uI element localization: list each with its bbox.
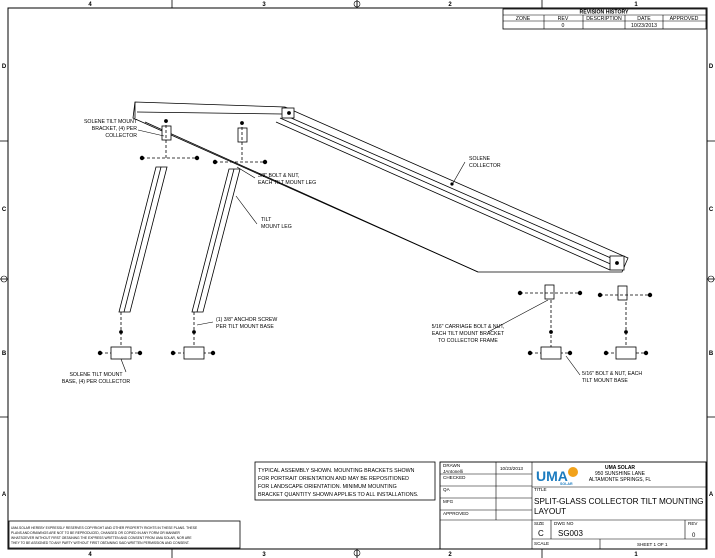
disclaimer-line3: WHATSOEVER WITHOUT FIRST OBTAINING THE E… (11, 536, 192, 540)
bolt-heads (97, 119, 653, 356)
tb-scale-label: SCALE (534, 541, 549, 546)
revision-table: REVISION HISTORY ZONE REV DESCRIPTION DA… (502, 8, 707, 30)
callout-collector-line2: COLLECTOR (469, 163, 501, 169)
callout-carriage-line2: EACH TILT MOUNT BRACKET (432, 331, 505, 337)
callout-bolt38-line1: 3/8" BOLT & NUT, (258, 173, 299, 179)
disclaimer-line2: PLANS AND DRAWINGS ARE NOT TO BE REPRODU… (11, 531, 181, 535)
tb-rev-label: REV (688, 521, 698, 526)
note-line1: TYPICAL ASSEMBLY SHOWN. MOUNTING BRACKET… (258, 468, 415, 474)
callout-bolt38-line2: EACH TILT MOUNT LEG (258, 180, 316, 186)
general-note: TYPICAL ASSEMBLY SHOWN. MOUNTING BRACKET… (254, 461, 436, 501)
tilt-mount-bracket (161, 125, 628, 301)
rev-row-rev: 0 (562, 23, 565, 29)
tb-drawn-label: DRAWN (443, 463, 460, 468)
zone-top-4: 4 (88, 2, 92, 8)
zone-top-3: 3 (262, 2, 266, 8)
callout-bolt516-line1: 5/16" BOLT & NUT, EACH (582, 371, 642, 377)
callout-anchor-line1: (1) 3/8" ANCHOR SCREW (216, 317, 277, 323)
rev-header-zone: ZONE (516, 16, 531, 22)
tb-checked-label: CHECKED (443, 475, 466, 480)
callout-leg-line1: TILT (261, 217, 272, 223)
rev-header-description: DESCRIPTION (586, 16, 622, 22)
callout-bolt516-line2: TILT MOUNT BASE (582, 378, 628, 384)
callout-anchor-line2: PER TILT MOUNT BASE (216, 324, 274, 330)
zone-left-d: D (2, 64, 7, 70)
zone-right-d: D (709, 64, 714, 70)
note-line2: FOR PORTRAIT ORIENTATION AND MAY BE REPO… (258, 476, 409, 482)
zone-right-b: B (709, 351, 714, 357)
tb-dwg-no: SG003 (558, 529, 583, 538)
tb-title-line1: SPLIT-GLASS COLLECTOR TILT MOUNTING (534, 497, 704, 506)
sheet-border (7, 7, 708, 550)
callout-bracket-line1: SOLENE TILT MOUNT (84, 119, 138, 125)
leader-lines (120, 129, 581, 376)
tb-size-label: SIZE (534, 521, 544, 526)
tb-drawn-date: 10/23/2013 (500, 466, 523, 471)
zone-top-2: 2 (448, 2, 452, 8)
tilt-mount-leg (118, 166, 241, 313)
zone-right-a: A (709, 492, 714, 498)
callout-leg-line2: MOUNT LEG (261, 224, 292, 230)
zone-left-c: C (2, 207, 7, 213)
tilt-mount-base (110, 346, 637, 360)
tb-drawn-by: JAntonelli (443, 469, 463, 474)
logo-text: UMA (536, 468, 568, 484)
tb-title-label: TITLE (534, 487, 547, 492)
revision-title: REVISION HISTORY (579, 10, 629, 16)
tb-title-line2: LAYOUT (534, 507, 566, 516)
note-line3: FOR LANDSCAPE ORIENTATION. MINIMUM MOUNT… (258, 484, 397, 490)
rev-header-date: DATE (637, 16, 651, 22)
disclaimer-line4: THEY TO BE ASSIGNED TO ANY PARTY WITHOUT… (11, 541, 190, 545)
zone-bottom-3: 3 (262, 552, 266, 558)
callout-base-line2: BASE, (4) PER COLLECTOR (62, 379, 130, 385)
rev-row-date: 10/23/2013 (631, 23, 657, 29)
disclaimer-line1: UMA SOLAR HEREBY EXPRESSLY RESERVES COPY… (11, 526, 198, 530)
tb-qa-label: QA (443, 487, 451, 492)
assembly-drawing (97, 101, 653, 376)
uma-solar-logo: UMA SOLAR (536, 467, 578, 486)
callout-carriage-line3: TO COLLECTOR FRAME (438, 338, 498, 344)
callout-collector-line1: SOLENE (469, 156, 491, 162)
copyright-disclaimer: UMA SOLAR HEREBY EXPRESSLY RESERVES COPY… (8, 520, 241, 549)
zone-right-c: C (709, 207, 714, 213)
tb-company-address: 950 SUNSHINE LANE (595, 471, 646, 477)
note-line4: BRACKET QUANTITY SHOWN APPLIES TO ALL IN… (258, 492, 419, 498)
zone-top-1: 1 (634, 2, 638, 8)
callout-bracket-line2: BRACKET, (4) PER (92, 126, 138, 132)
callout-carriage-line1: 5/16" CARRIAGE BOLT & NUT, (432, 324, 505, 330)
zone-left-a: A (2, 492, 7, 498)
tb-rev: 0 (692, 533, 696, 539)
tb-approved-label: APPROVED (443, 511, 469, 516)
tb-sheet: SHEET 1 OF 1 (637, 542, 668, 547)
tb-company-city: ALTAMONTE SPRINGS, FL (589, 477, 652, 483)
solar-collector (132, 101, 629, 273)
logo-sub: SOLAR (560, 482, 573, 486)
tb-dwg-label: DWG NO (554, 521, 574, 526)
tb-company-name: UMA SOLAR (605, 465, 635, 471)
callouts: SOLENE TILT MOUNT BRACKET, (4) PER COLLE… (62, 119, 643, 385)
zone-left-b: B (2, 351, 7, 357)
zone-bottom-4: 4 (88, 552, 92, 558)
rev-header-approved: APPROVED (670, 16, 699, 22)
title-block: DRAWN JAntonelli 10/23/2013 CHECKED QA M… (439, 461, 707, 550)
zone-bottom-2: 2 (448, 552, 452, 558)
zone-bottom-1: 1 (634, 552, 638, 558)
callout-base-line1: SOLENE TILT MOUNT (69, 372, 123, 378)
callout-bracket-line3: COLLECTOR (105, 133, 137, 139)
tb-mfg-label: MFG (443, 499, 454, 504)
tb-size: C (538, 529, 544, 538)
rev-header-rev: REV (558, 16, 569, 22)
